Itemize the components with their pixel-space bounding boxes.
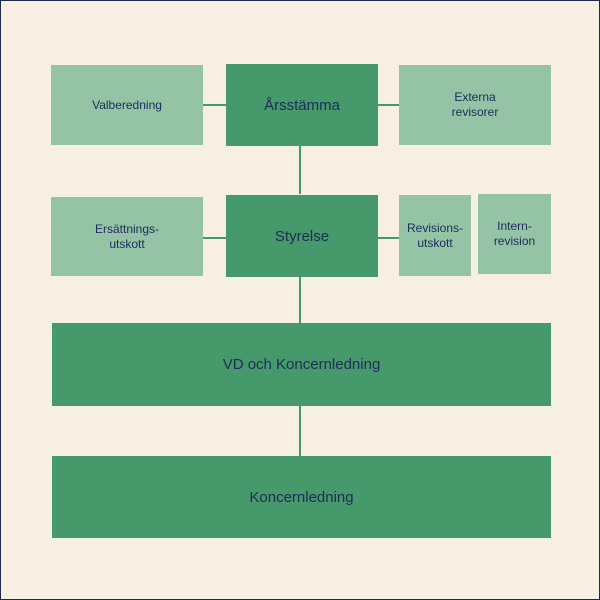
connector-ersattning-styrelse <box>203 237 227 239</box>
connector-styrelse-vd <box>299 277 301 323</box>
connector-valberedning-arsstamma <box>203 104 227 106</box>
node-styrelse: Styrelse <box>226 195 378 277</box>
connector-vd-koncernledning <box>299 406 301 456</box>
connector-styrelse-revision <box>377 237 399 239</box>
node-styrelse-label: Styrelse <box>274 227 330 245</box>
node-koncernledning: Koncernledning <box>52 456 551 538</box>
node-ersattningsutskott-label: Ersättnings- utskott <box>94 221 160 251</box>
node-vd-koncernledning-label: VD och Koncernledning <box>222 356 381 373</box>
node-vd-koncernledning: VD och Koncernledning <box>52 323 551 406</box>
node-valberedning: Valberedning <box>51 65 203 145</box>
node-revisionsutskott-label: Revisions- utskott <box>406 220 463 250</box>
node-koncernledning-label: Koncernledning <box>249 488 354 506</box>
connector-arsstamma-styrelse <box>299 146 301 194</box>
node-valberedning-label: Valberedning <box>92 97 162 112</box>
node-internrevision: Intern- revision <box>478 194 551 274</box>
node-revisionsutskott: Revisions- utskott <box>399 195 471 276</box>
node-externa-revisorer-label: Externa revisorer <box>451 90 499 119</box>
connector-arsstamma-externa <box>377 104 399 106</box>
node-internrevision-label: Intern- revision <box>493 219 536 248</box>
node-arsstamma: Årsstämma <box>226 64 378 146</box>
node-ersattningsutskott: Ersättnings- utskott <box>51 197 203 276</box>
node-externa-revisorer: Externa revisorer <box>399 65 551 145</box>
node-arsstamma-label: Årsstämma <box>264 96 340 114</box>
